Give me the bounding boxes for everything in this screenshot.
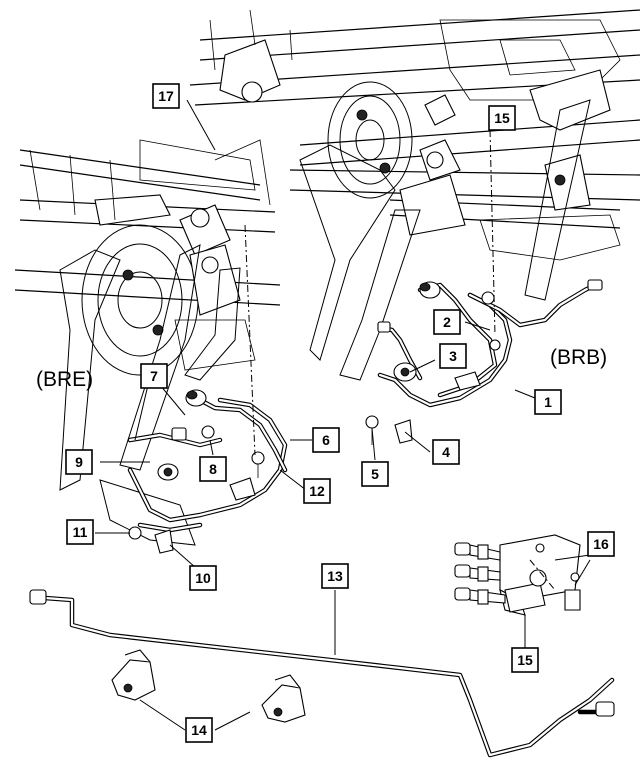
callout-6[interactable]: 6	[312, 427, 340, 453]
callout-15-bottom[interactable]: 15	[511, 647, 539, 673]
axle-outline-loops	[59, 99, 591, 546]
callout-1[interactable]: 1	[534, 389, 562, 415]
callout-3[interactable]: 3	[439, 343, 467, 369]
callout-8[interactable]: 8	[199, 456, 227, 482]
leader-lines	[95, 99, 591, 731]
callout-label: 13	[327, 568, 343, 584]
callout-label: 2	[443, 314, 451, 330]
callout-label: 5	[371, 466, 379, 482]
callout-7[interactable]: 7	[140, 363, 168, 389]
callout-label: 9	[75, 454, 83, 470]
view-label-brb: (BRB)	[550, 346, 607, 369]
callout-label: 4	[442, 444, 450, 460]
view-label-bre: (BRE)	[36, 368, 93, 391]
center-lines	[244, 129, 556, 591]
bre-chassis-illustration	[14, 139, 281, 376]
callout-label: 1	[544, 394, 552, 410]
callout-label: 8	[209, 461, 217, 477]
callout-10[interactable]: 10	[189, 565, 217, 591]
callout-12[interactable]: 12	[303, 478, 331, 504]
callout-label: 16	[593, 536, 609, 552]
brb-hose-assembly	[365, 279, 603, 445]
callout-13[interactable]: 13	[321, 563, 349, 589]
clip-14	[111, 649, 306, 723]
callout-label: 12	[309, 483, 325, 499]
callout-9[interactable]: 9	[65, 449, 93, 475]
callout-label: 14	[191, 722, 207, 738]
bre-hose-assembly	[127, 389, 288, 554]
callout-15-top[interactable]: 15	[488, 105, 516, 131]
callout-16[interactable]: 16	[587, 531, 615, 557]
callout-label: 10	[195, 570, 211, 586]
callout-4[interactable]: 4	[432, 439, 460, 465]
callout-label: 6	[322, 432, 330, 448]
callout-label: 11	[73, 524, 88, 540]
brake-tube-13	[29, 589, 615, 758]
callout-label: 7	[150, 368, 158, 384]
brb-chassis-illustration	[189, 9, 640, 261]
callout-11[interactable]: 11	[66, 519, 94, 545]
callout-2[interactable]: 2	[433, 309, 461, 335]
callout-label: 3	[449, 348, 457, 364]
callout-17[interactable]: 17	[152, 83, 180, 109]
callout-5[interactable]: 5	[361, 461, 389, 487]
callout-label: 15	[517, 652, 533, 668]
callout-label: 17	[158, 88, 174, 104]
junction-block-bracket	[454, 534, 581, 616]
callout-label: 15	[494, 110, 510, 126]
callout-14[interactable]: 14	[185, 717, 213, 743]
